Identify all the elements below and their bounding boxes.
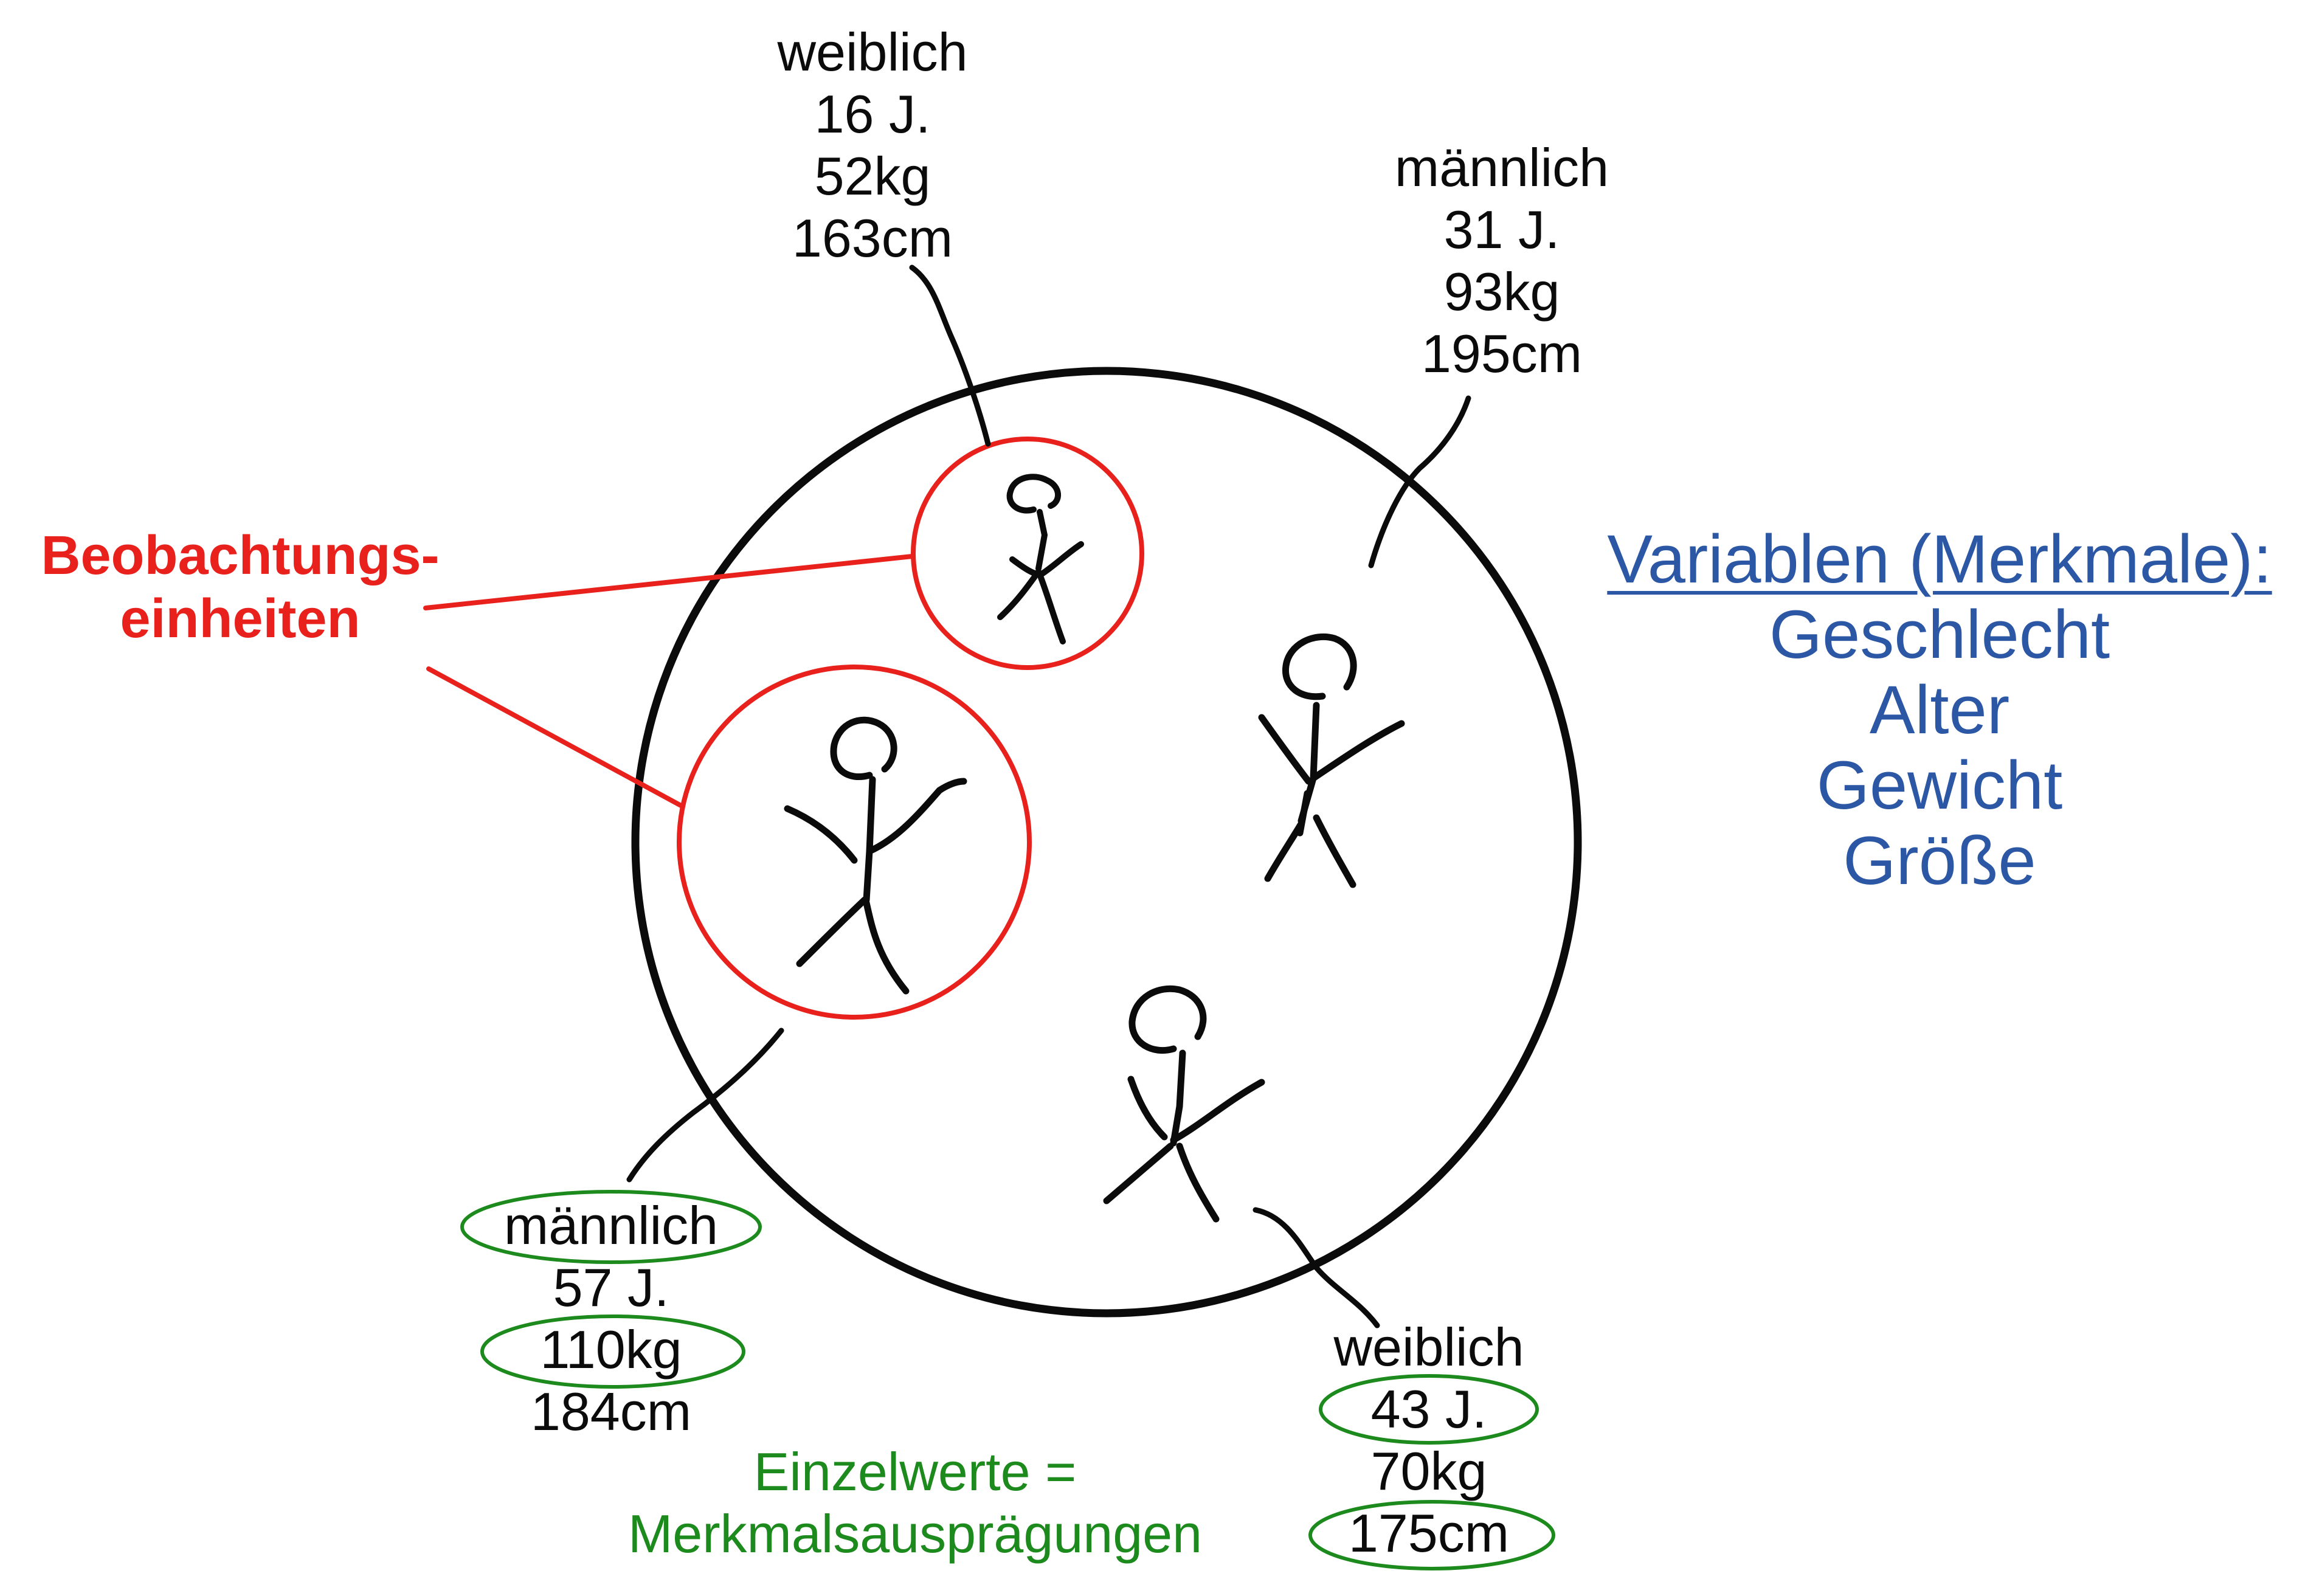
weight-value: 93kg [1443,261,1560,322]
weight-value: 70kg [1370,1441,1487,1501]
variable-item: Alter [1869,672,2010,748]
weight-value: 52kg [814,146,931,206]
age-value: 43 J. [1370,1379,1487,1439]
variable-item: Größe [1843,823,2036,899]
value-highlight-weight-110 [480,1314,745,1389]
observation-unit-circle-small [911,437,1144,670]
values-caption-line-1: Einzelwerte = [753,1442,1077,1502]
age-value: 57 J. [553,1257,669,1318]
sex-value: männlich [1394,137,1609,198]
value-highlight-sex-57 [460,1190,762,1264]
values-caption: Einzelwerte = Merkmalsausprägungen [520,1441,1310,1565]
label-unit-top-left: weiblich 16 J. 52kg 163cm [702,21,1043,269]
connector-unit-bottom-right [1253,1207,1380,1328]
observation-units-line-2: einheiten [120,589,361,649]
value-highlight-age-43 [1319,1374,1539,1445]
observation-connector-upper [423,554,914,610]
label-unit-top-right: männlich 31 J. 93kg 195cm [1332,137,1672,385]
values-caption-line-2: Merkmalsausprägungen [627,1504,1203,1564]
sex-value: männlich [503,1195,719,1256]
stick-figure-right [1258,633,1405,888]
variable-item: Gewicht [1816,747,2063,823]
observation-units-label: Beobachtungs- einheiten [9,524,471,651]
variable-item: Geschlecht [1769,596,2110,672]
label-unit-bottom-left: männlich 57 J. 110kg 184cm [441,1195,781,1443]
observation-units-line-1: Beobachtungs- [41,525,440,586]
height-value: 175cm [1348,1503,1510,1563]
sex-value: weiblich [1333,1317,1524,1377]
height-value: 163cm [792,208,953,268]
sex-value: weiblich [777,22,968,82]
variables-block: Variablen (Merkmale): Geschlecht Alter G… [1557,522,2322,899]
stick-figure-left [784,716,967,995]
stick-figure-bottom [1103,985,1265,1223]
height-value: 184cm [530,1381,692,1442]
stick-figure-top-left [997,474,1084,644]
observation-connector-lower [426,666,683,808]
label-unit-bottom-right: weiblich 43 J. 70kg 175cm [1259,1316,1599,1564]
weight-value: 110kg [540,1319,682,1380]
height-value: 195cm [1421,323,1583,384]
connector-unit-bottom-left [626,1028,784,1183]
connector-unit-top-right [1368,395,1471,568]
connector-unit-top-left [909,264,991,447]
observation-unit-circle-large [677,665,1032,1020]
age-value: 16 J. [814,84,931,144]
variables-title: Variablen (Merkmale): [1607,521,2272,597]
population-circle [631,367,1582,1318]
value-highlight-height-175 [1308,1500,1555,1570]
age-value: 31 J. [1443,199,1560,260]
